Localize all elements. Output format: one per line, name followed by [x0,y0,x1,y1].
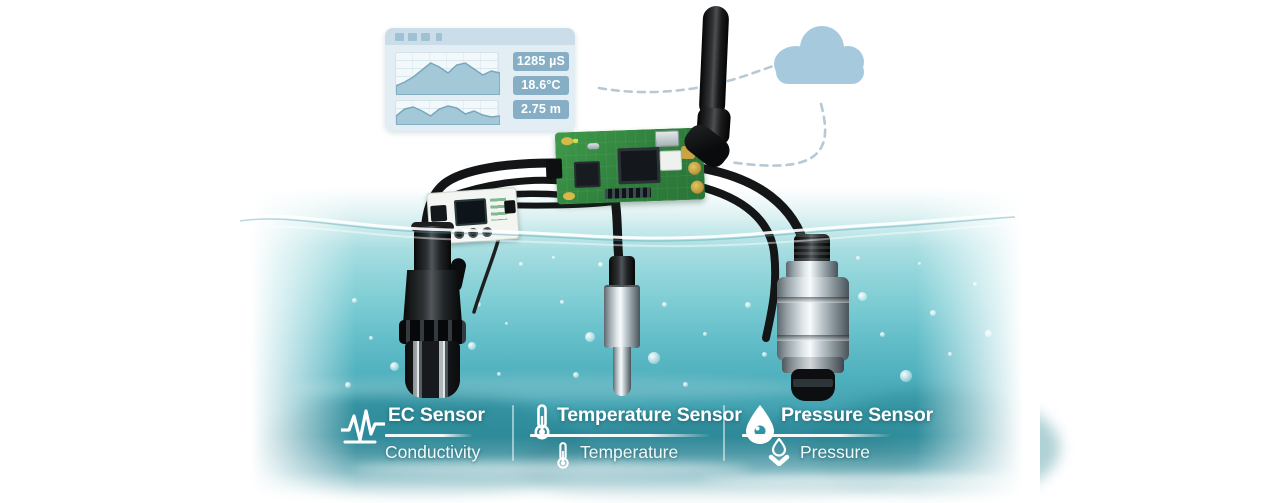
waveform-icon [341,409,385,444]
window-button [408,33,417,41]
ec-probe-electrodes [405,341,460,398]
conductivity-trend-chart [395,52,500,95]
right-white-fade [916,185,1040,503]
temperature-sensor-label-group: Temperature Sensor Temperature [530,400,742,470]
antenna [698,5,730,119]
dashed-link-cloud-device [727,102,827,167]
title-underline [742,434,892,437]
temperature-probe-collar [609,256,635,288]
temperature-sensor-subtitle: Temperature [580,442,679,462]
pressure-sensor-nut [786,261,838,279]
window-button [436,33,442,41]
window-button [395,33,404,41]
secondary-chip [573,161,601,188]
temperature-sensor-title: Temperature Sensor [557,404,742,426]
left-white-fade [228,185,356,503]
window-button [421,33,430,41]
gold-pad [560,136,574,146]
ec-probe-connector [414,226,451,274]
dashboard-titlebar [385,28,575,45]
pressure-sensor-body [777,277,849,361]
pressure-sensor-label-group: Pressure Sensor Pressure [742,400,933,470]
temperature-reading: 18.6°C [513,76,569,95]
pressure-sensor-nose-ring [793,379,833,387]
pressure-down-icon [768,438,790,466]
power-module [659,150,683,171]
ec-sensor-subtitle: Conductivity [385,442,481,462]
secondary-trend-chart [395,100,500,125]
rf-shield [654,130,680,148]
pressure-sensor-subtitle: Pressure [800,442,871,462]
pressure-sensor-gland [794,234,830,264]
foam-streak [350,462,750,476]
thermometer-icon [534,404,550,440]
mounting-hole [687,161,702,175]
mcu-chip [617,146,661,185]
ec-probe-body [403,270,462,324]
ec-probe-ring [399,320,466,344]
cloud-icon [774,26,864,84]
thermometer-icon [557,442,569,469]
ec-sensor-label-group: EC Sensor Conductivity [341,400,511,470]
title-underline [530,434,712,437]
light-streak [290,376,810,400]
status-led [573,138,579,143]
pressure-sensor-title: Pressure Sensor [781,404,934,426]
dashboard-panel: 1285 µS 18.6°C 2.75 m [385,28,575,131]
label-divider [723,405,725,461]
board-connector [545,158,563,179]
temperature-probe-tip [613,347,631,396]
pressure-cable-2 [693,182,780,342]
temperature-probe-body [604,285,640,348]
depth-reading: 2.75 m [513,100,569,119]
title-underline [385,434,473,437]
dashed-link-dashboard-cloud [597,59,789,94]
water-surface [238,212,1021,248]
conductivity-reading: 1285 µS [513,52,569,71]
crystal-oscillator [587,143,600,150]
label-divider [512,405,514,461]
ec-sensor-title: EC Sensor [388,404,485,426]
